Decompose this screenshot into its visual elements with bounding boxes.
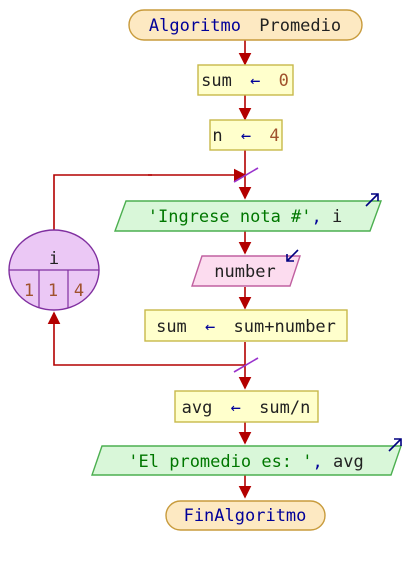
svg-text:avg ← sum/n: avg ← sum/n [182, 398, 311, 418]
svg-text:'El promedio es: ', avg: 'El promedio es: ', avg [128, 452, 363, 472]
assign-n-box[interactable]: n ← 4 [209, 119, 283, 151]
assign-n-value: 4 [269, 126, 279, 146]
assign-n-op: ← [241, 126, 251, 146]
end-terminal[interactable]: FinAlgoritmo [165, 500, 326, 531]
loop-marker-bottom [233, 357, 259, 373]
output-result-string: 'El promedio es: ' [128, 452, 312, 472]
assign-accum-box[interactable]: sum ← sum+number [144, 309, 348, 342]
assign-avg-expr: sum/n [259, 398, 310, 418]
assign-sum-box[interactable]: sum ← 0 [197, 64, 294, 96]
output-prompt-box[interactable]: 'Ingrese nota #', i [113, 193, 383, 232]
svg-text:'Ingrese nota #', i: 'Ingrese nota #', i [148, 207, 343, 227]
input-arrow-icon [286, 249, 299, 262]
output-prompt-sep: , [312, 207, 332, 227]
assign-sum-var: sum [201, 71, 232, 91]
assign-sum-op: ← [250, 71, 260, 91]
assign-n-var: n [212, 126, 222, 146]
assign-accum-expr: sum+number [234, 317, 336, 337]
start-terminal[interactable]: Algoritmo Promedio [128, 9, 363, 41]
assign-avg-var: avg [182, 398, 213, 418]
output-prompt-string: 'Ingrese nota #' [148, 207, 312, 227]
loop-step: 1 [48, 281, 58, 301]
input-number-box[interactable]: number [191, 249, 301, 287]
for-loop-node[interactable]: i 1 1 4 [8, 229, 100, 311]
input-number-var: number [214, 262, 275, 282]
output-prompt-var: i [332, 207, 342, 227]
loop-from: 1 [24, 281, 34, 301]
output-arrow-icon [365, 193, 379, 207]
svg-text:Algoritmo Promedio: Algoritmo Promedio [149, 16, 341, 36]
start-keyword: Algoritmo [149, 16, 241, 36]
output-result-var: avg [333, 452, 364, 472]
output-arrow-icon [388, 438, 402, 452]
loop-var: i [49, 249, 59, 269]
loop-marker-top [233, 167, 259, 183]
svg-text:sum ← 0: sum ← 0 [201, 71, 289, 91]
svg-text:sum ← sum+number: sum ← sum+number [156, 317, 336, 337]
start-name: Promedio [259, 16, 341, 36]
assign-avg-op: ← [231, 398, 241, 418]
assign-accum-op: ← [205, 317, 215, 337]
loop-to: 4 [74, 281, 84, 301]
assign-avg-box[interactable]: avg ← sum/n [174, 390, 319, 423]
assign-accum-var: sum [156, 317, 187, 337]
end-keyword: FinAlgoritmo [184, 506, 307, 526]
output-result-box[interactable]: 'El promedio es: ', avg [91, 438, 402, 476]
svg-text:n ← 4: n ← 4 [212, 126, 279, 146]
output-result-sep: , [313, 452, 333, 472]
assign-sum-value: 0 [279, 71, 289, 91]
